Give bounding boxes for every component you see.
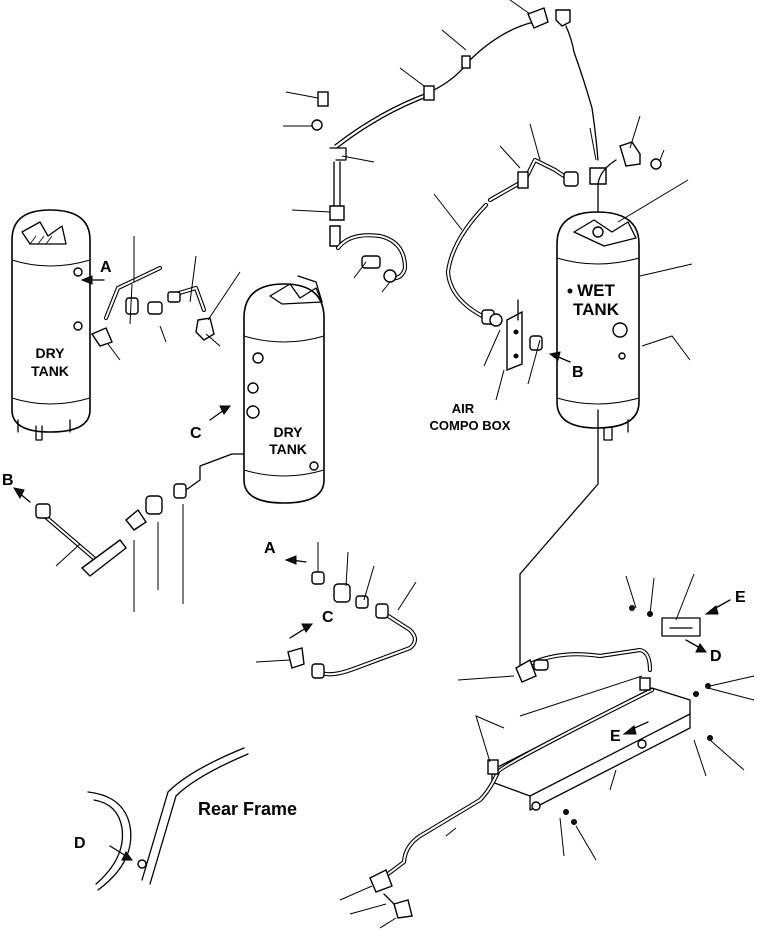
left-dry-tank: DRY TANK	[11, 209, 91, 441]
ref-letter-e-bracket: E	[735, 589, 746, 606]
dry-tank-connecting-tubes	[35, 265, 245, 577]
ref-letter-c-middle-tank: C	[190, 425, 202, 442]
ref-letter-a-center: A	[264, 540, 276, 557]
ref-letter-b-wet-tank: B	[572, 364, 584, 381]
left-dry-tank-label-line1: DRY	[35, 345, 65, 361]
air-compo-box-label-line1: AIR	[452, 401, 475, 416]
wet-tank-label-line2: TANK	[573, 300, 620, 319]
lower-right-piping	[369, 409, 713, 919]
ref-letter-c-center: C	[322, 609, 334, 626]
middle-dry-tank-label-line1: DRY	[273, 424, 303, 440]
center-fittings	[287, 571, 418, 679]
left-dry-tank-label-line2: TANK	[31, 363, 69, 379]
ref-letter-e-crossmember: E	[610, 728, 621, 745]
reference-letters: A B C A C B D E D E	[2, 259, 746, 852]
leader-lines	[55, 0, 755, 929]
rear-frame-outline	[87, 747, 249, 891]
wet-tank-label-line1: WET	[577, 281, 615, 300]
ref-letter-d-frame: D	[74, 835, 86, 852]
wet-tank-inlet-hose	[445, 157, 579, 372]
middle-dry-tank: DRY TANK	[243, 275, 325, 504]
reference-arrows	[12, 275, 731, 861]
wet-tank: WET TANK	[556, 211, 640, 441]
rear-frame-label: Rear Frame	[198, 799, 297, 819]
air-compo-box-label-line2: COMPO BOX	[430, 418, 511, 433]
air-compo-box-callout: AIR COMPO BOX	[430, 401, 511, 433]
top-piping	[311, 7, 662, 283]
ref-letter-b-left: B	[2, 472, 14, 489]
ref-letter-a-left-tank: A	[100, 259, 112, 276]
middle-dry-tank-label-line2: TANK	[269, 441, 307, 457]
ref-letter-d-bracket: D	[710, 648, 722, 665]
